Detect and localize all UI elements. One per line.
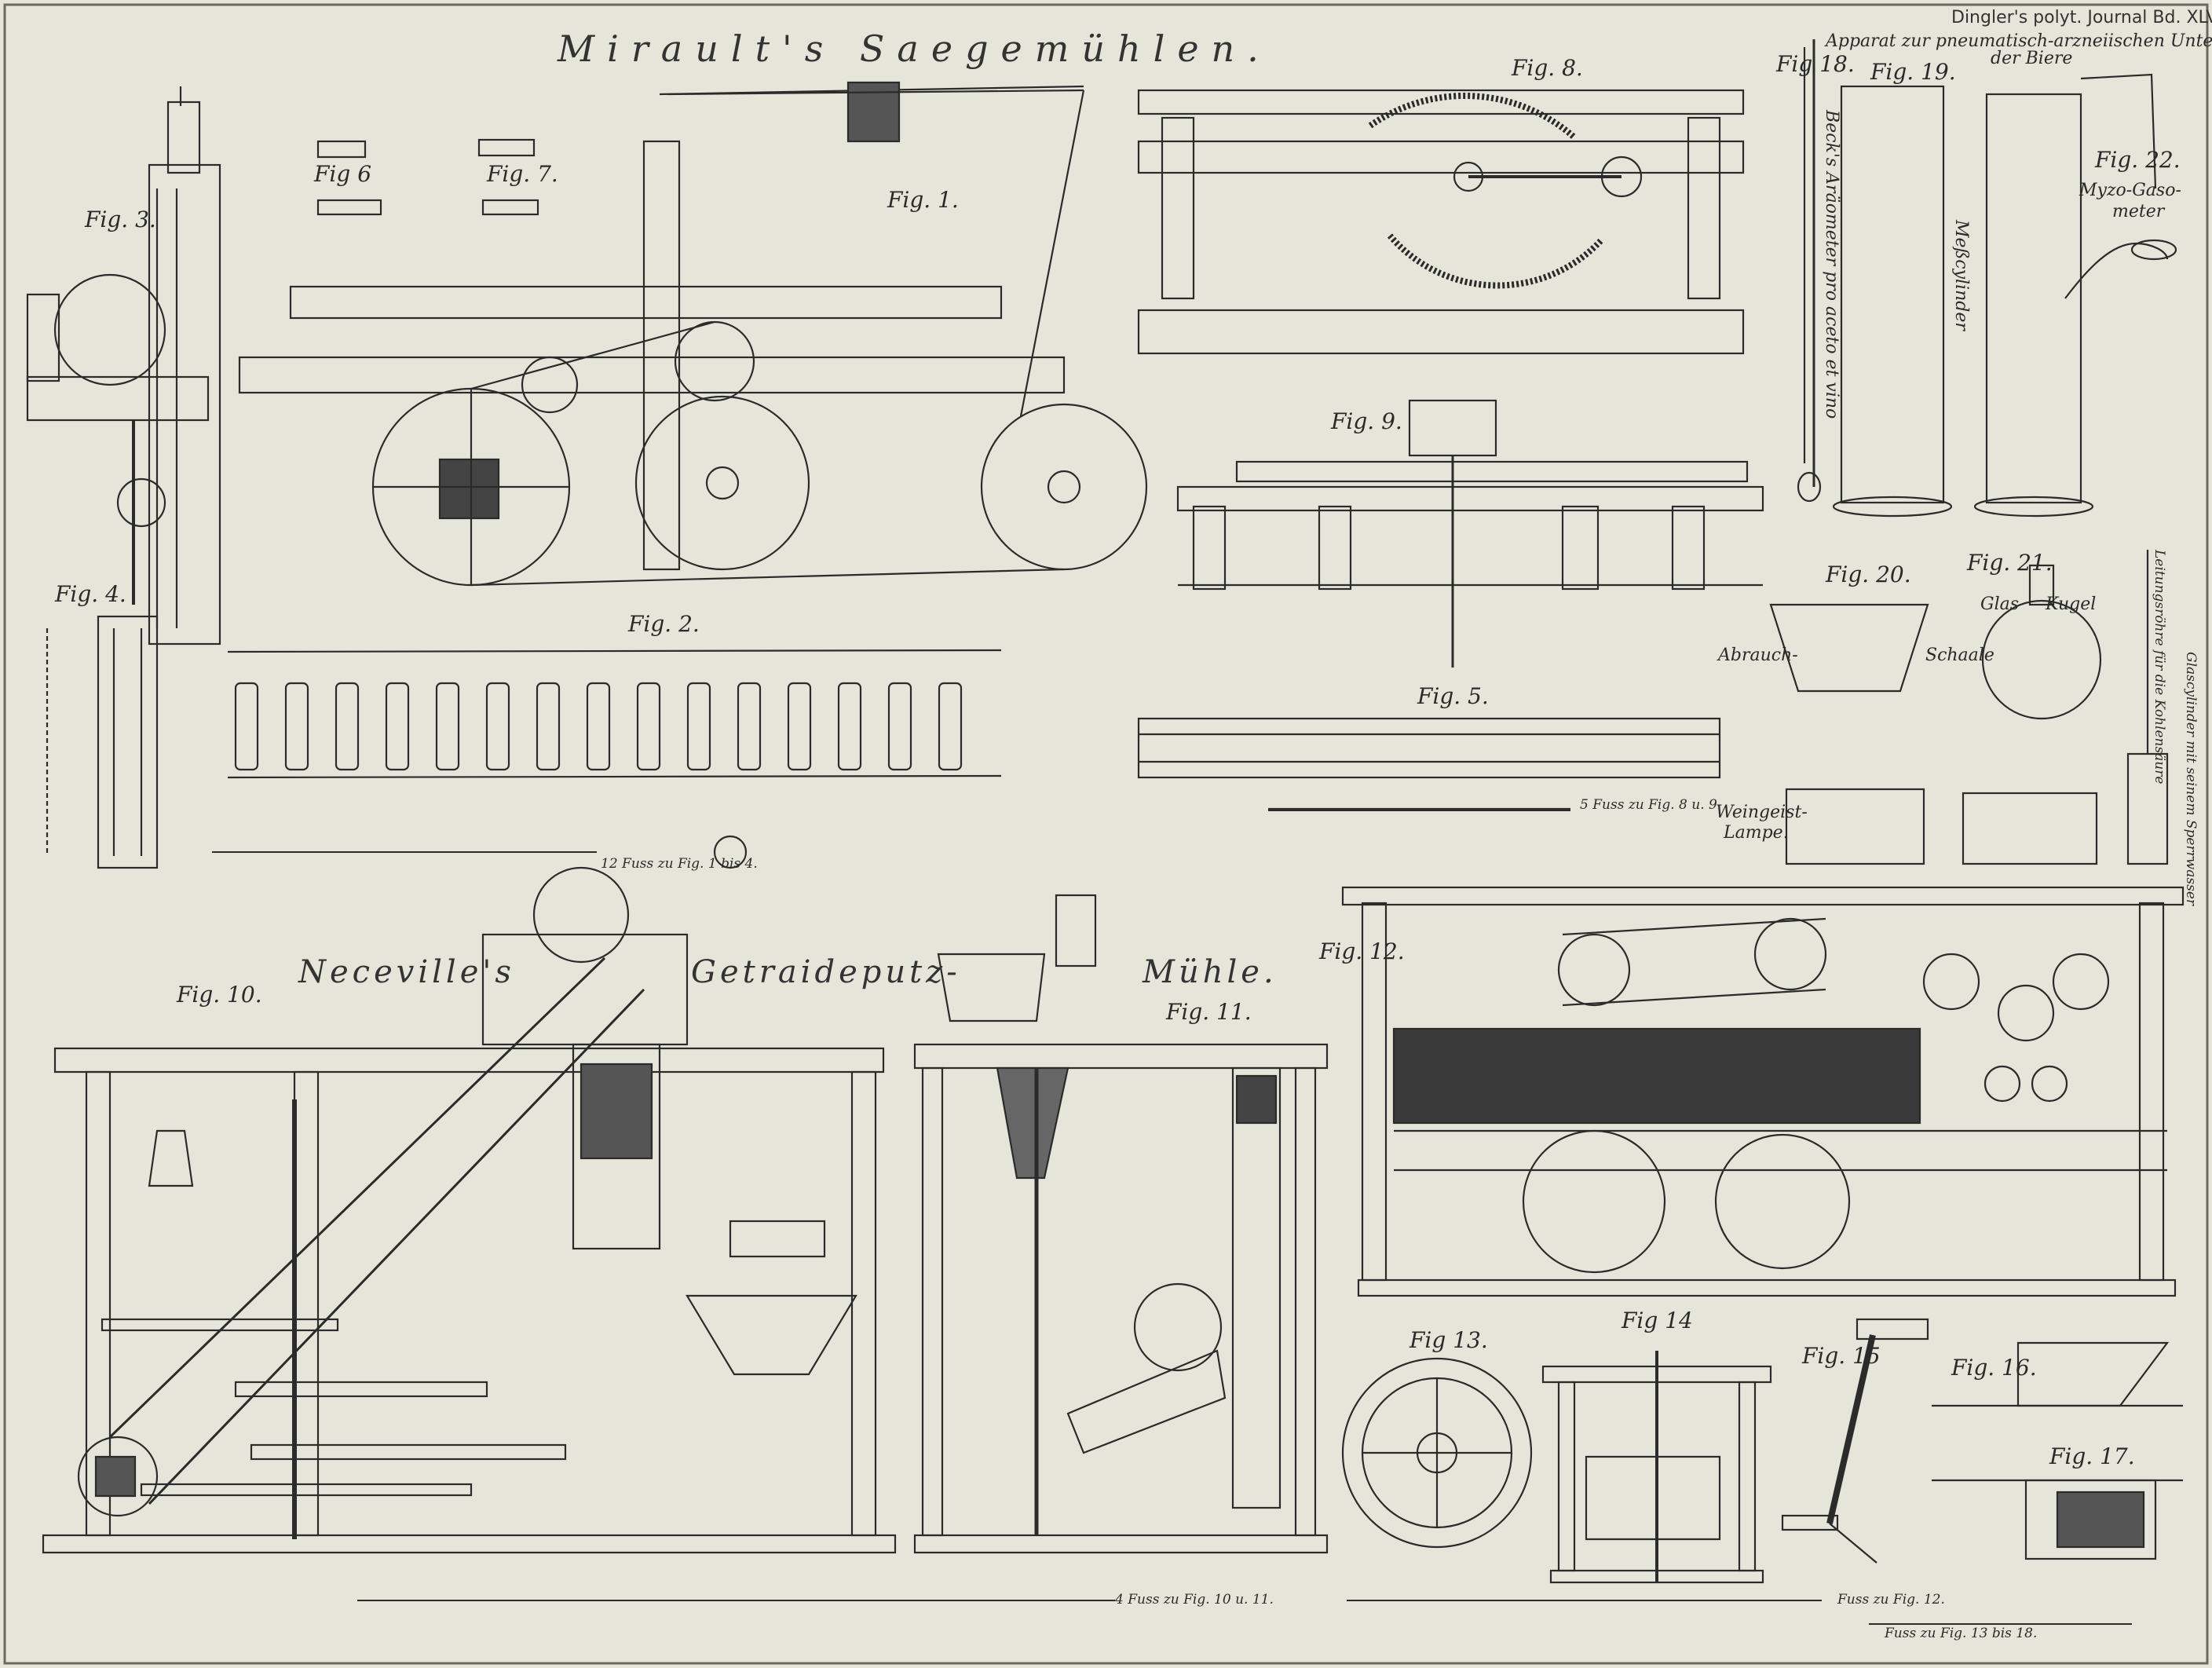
fig14-label: Fig 14 [1622, 1308, 1693, 1333]
fig1-drawing [238, 81, 1148, 587]
scale-bars [212, 810, 2132, 1625]
scale-label-1: 12 Fuss zu Fig. 1 bis 4. [601, 856, 758, 872]
fig9-drawing [1176, 399, 1764, 668]
fig16-label: Fig. 16. [1951, 1355, 2037, 1381]
apparatus-title-line2: der Biere [1991, 49, 2073, 68]
scale-label-2: 5 Fuss zu Fig. 8 u. 9 [1580, 797, 1717, 813]
scale-label-3: 4 Fuss zu Fig. 10 u. 11. [1115, 1592, 1274, 1608]
apparatus-drawing [1769, 39, 2177, 865]
fig2-roller [385, 682, 410, 771]
fig3-drawing [26, 86, 221, 646]
fig6-fig7-drawing [316, 138, 539, 216]
fig13-label: Fig 13. [1409, 1327, 1488, 1353]
fig2-roller [787, 682, 812, 771]
journal-header: Dingler's polyt. Journal Bd. XLVIII. Tab… [1951, 8, 2212, 27]
fig14-drawing [1541, 1351, 1772, 1584]
fig4-drawing [46, 615, 159, 869]
fig10-drawing [42, 866, 897, 1554]
fig2-roller [586, 682, 611, 771]
fig1-label: Fig. 1. [887, 187, 959, 213]
fig2-roller [435, 682, 460, 771]
fig5-label: Fig. 5. [1417, 683, 1489, 709]
plate-border [3, 3, 2209, 1665]
cylinder-label: Meßcylinder [1951, 220, 1971, 331]
glass-label-2: Kugel [2046, 594, 2097, 614]
fig5-drawing [1137, 717, 1721, 810]
fig2-label: Fig. 2. [628, 611, 700, 637]
bowl-label-1: Abrauch- [1718, 646, 1798, 665]
fig12-drawing [1341, 886, 2185, 1297]
fig2-roller [485, 682, 510, 771]
fig18-label: Fig 18. [1776, 51, 1855, 77]
fig2-roller [636, 682, 661, 771]
fig3-label: Fig. 3. [85, 207, 156, 232]
saw-mill-title: Mirault's Saegemühlen. [558, 27, 1271, 70]
gasometer-label-1: Myzo-Gaso- [2079, 181, 2181, 200]
glass-label-1: Glas [1980, 594, 2020, 614]
fig8-drawing [1137, 89, 1745, 355]
fig2-roller [686, 682, 711, 771]
fig7-label: Fig. 7. [487, 161, 558, 187]
fig15-drawing [1781, 1318, 1929, 1564]
fig11-drawing [913, 894, 1329, 1554]
apparatus-title-line1: Apparat zur pneumatisch-arzneiischen Unt… [1826, 31, 2212, 51]
fig2-drawing [227, 649, 1002, 869]
cylinder-side-label: Glascylinder mit seinem Sperrwasser [2183, 652, 2199, 906]
fig17-label: Fig. 17. [2049, 1443, 2135, 1469]
fig2-roller [284, 682, 309, 771]
gasometer-label-2: meter [2112, 202, 2165, 221]
mill-title-part3: Mühle. [1143, 954, 1278, 990]
fig2-roller [887, 682, 912, 771]
fig2-roller [536, 682, 561, 771]
fig16-fig17-drawing [1932, 1341, 2183, 1560]
fig21-label: Fig. 21. [1967, 550, 2053, 576]
fig12-label: Fig. 12. [1319, 938, 1405, 964]
fig2-roller [335, 682, 360, 771]
fig11-label: Fig. 11. [1166, 999, 1252, 1025]
fig4-label: Fig. 4. [55, 581, 126, 607]
fig10-label: Fig. 10. [177, 982, 262, 1008]
mill-title-part1: Neceville's [298, 954, 515, 990]
scale-label-4: Fuss zu Fig. 12. [1837, 1592, 1945, 1608]
fig15-label: Fig. 15 [1802, 1343, 1881, 1369]
fig9-label: Fig. 9. [1331, 408, 1402, 434]
fig2-roller [234, 682, 259, 771]
lamp-label-1: Weingeist- [1716, 803, 1808, 822]
fig2-rollers [234, 682, 963, 771]
fig22-label: Fig. 22. [2095, 147, 2181, 173]
fig19-label: Fig. 19. [1870, 59, 1956, 85]
fig2-roller [737, 682, 762, 771]
fig20-label: Fig. 20. [1826, 561, 1911, 587]
fig6-label: Fig 6 [314, 161, 372, 187]
tube-label: Leitungsröhre für die Kohlensäure [2152, 550, 2167, 785]
fig2-roller [938, 682, 963, 771]
areometer-label: Beck's Aräometer pro aceto et vino [1822, 110, 1841, 419]
fig13-drawing [1341, 1357, 1533, 1549]
scale-label-5: Fuss zu Fig. 13 bis 18. [1885, 1626, 2038, 1641]
fig2-roller [837, 682, 862, 771]
mill-title-part2: Getraideputz- [691, 954, 961, 990]
fig8-label: Fig. 8. [1512, 55, 1583, 81]
lamp-label-2: Lampe. [1724, 823, 1789, 843]
bowl-label-2: Schaale [1925, 646, 1994, 665]
